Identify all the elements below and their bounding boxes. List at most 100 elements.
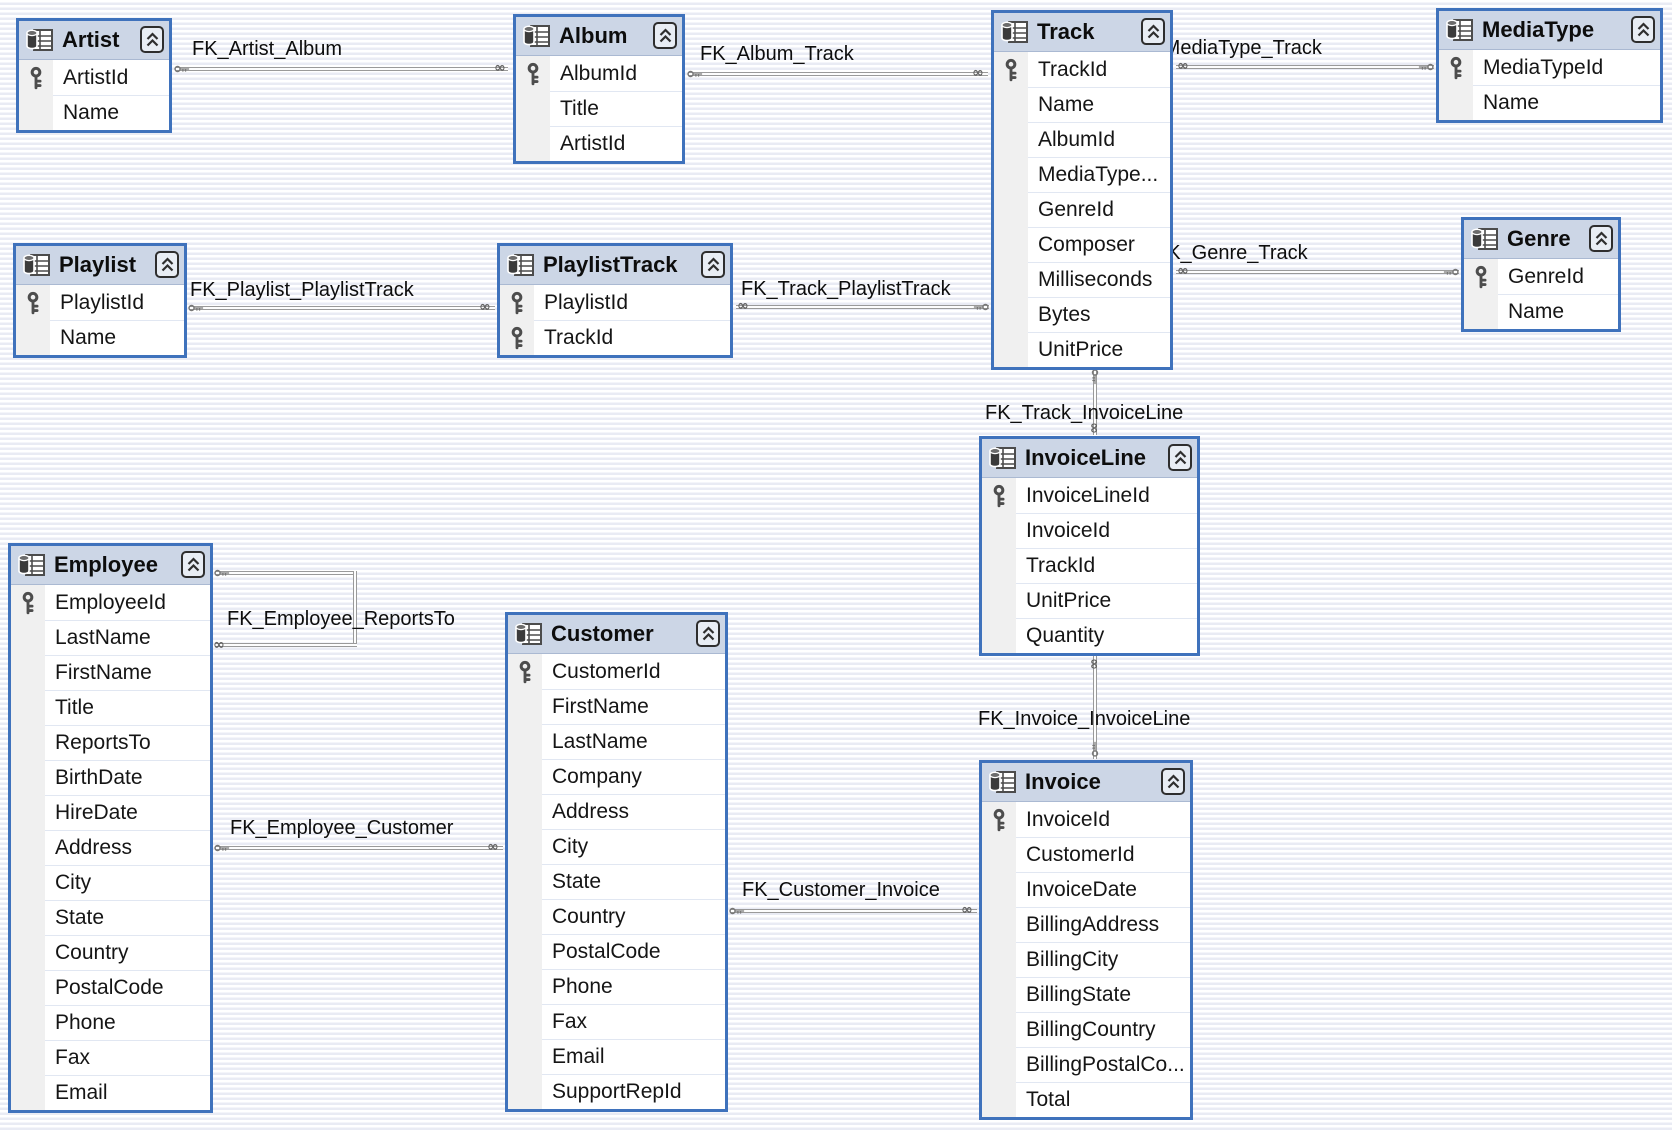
column-row-name[interactable]: Name	[994, 87, 1170, 122]
column-row-state[interactable]: State	[11, 900, 210, 935]
column-row-email[interactable]: Email	[11, 1075, 210, 1110]
column-row-phone[interactable]: Phone	[508, 969, 725, 1004]
relationship-label[interactable]: FK_Playlist_PlaylistTrack	[190, 279, 414, 301]
column-row-trackid[interactable]: TrackId	[994, 52, 1170, 87]
relationship-label[interactable]: FK_Artist_Album	[192, 38, 343, 60]
relationship-label[interactable]: FK_Employee_ReportsTo	[227, 608, 455, 630]
relationship-label[interactable]: FK_Track_PlaylistTrack	[741, 278, 951, 300]
column-row-lastname[interactable]: LastName	[11, 620, 210, 655]
column-row-firstname[interactable]: FirstName	[508, 689, 725, 724]
relationship-label[interactable]: FK_MediaType_Track	[1127, 37, 1322, 59]
relationship-label[interactable]: FK_Track_InvoiceLine	[985, 402, 1184, 424]
column-row-playlistid[interactable]: PlaylistId	[500, 285, 730, 320]
column-row-state[interactable]: State	[508, 864, 725, 899]
collapse-button[interactable]	[1141, 18, 1165, 45]
column-row-phone[interactable]: Phone	[11, 1005, 210, 1040]
relationship-line[interactable]	[1176, 270, 1459, 274]
column-row-composer[interactable]: Composer	[994, 227, 1170, 262]
column-row-country[interactable]: Country	[508, 899, 725, 934]
column-row-fax[interactable]: Fax	[508, 1004, 725, 1039]
table-playlist-header[interactable]: Playlist	[16, 246, 184, 285]
table-artist-header[interactable]: Artist	[19, 21, 169, 60]
table-customer-header[interactable]: Customer	[508, 615, 725, 654]
column-row-city[interactable]: City	[508, 829, 725, 864]
relationship-label[interactable]: FK_Employee_Customer	[230, 817, 454, 839]
table-invoiceline-header[interactable]: InvoiceLine	[982, 439, 1197, 478]
column-row-title[interactable]: Title	[11, 690, 210, 725]
column-row-invoicedate[interactable]: InvoiceDate	[982, 872, 1190, 907]
column-row-country[interactable]: Country	[11, 935, 210, 970]
column-row-fax[interactable]: Fax	[11, 1040, 210, 1075]
column-row-lastname[interactable]: LastName	[508, 724, 725, 759]
table-invoice-header[interactable]: Invoice	[982, 763, 1190, 802]
relationship-line[interactable]	[176, 67, 508, 71]
column-row-mediatype[interactable]: MediaType...	[994, 157, 1170, 192]
column-row-name[interactable]: Name	[19, 95, 169, 130]
column-row-employeeid[interactable]: EmployeeId	[11, 585, 210, 620]
column-row-address[interactable]: Address	[11, 830, 210, 865]
column-row-billingstate[interactable]: BillingState	[982, 977, 1190, 1012]
column-row-playlistid[interactable]: PlaylistId	[16, 285, 184, 320]
column-row-name[interactable]: Name	[1439, 85, 1660, 120]
column-row-postalcode[interactable]: PostalCode	[11, 970, 210, 1005]
table-mediatype-header[interactable]: MediaType	[1439, 11, 1660, 50]
collapse-button[interactable]	[1589, 225, 1613, 252]
column-row-genreid[interactable]: GenreId	[994, 192, 1170, 227]
column-row-total[interactable]: Total	[982, 1082, 1190, 1117]
column-row-customerid[interactable]: CustomerId	[982, 837, 1190, 872]
column-row-name[interactable]: Name	[16, 320, 184, 355]
relationship-line[interactable]	[215, 571, 357, 575]
column-row-billingcity[interactable]: BillingCity	[982, 942, 1190, 977]
column-row-address[interactable]: Address	[508, 794, 725, 829]
relationship-line[interactable]	[215, 643, 357, 647]
column-row-artistid[interactable]: ArtistId	[19, 60, 169, 95]
relationship-label[interactable]: FK_Customer_Invoice	[742, 879, 940, 901]
collapse-button[interactable]	[181, 551, 205, 578]
column-row-customerid[interactable]: CustomerId	[508, 654, 725, 689]
column-row-billingcountry[interactable]: BillingCountry	[982, 1012, 1190, 1047]
relationship-line[interactable]	[1093, 655, 1097, 759]
collapse-button[interactable]	[653, 22, 677, 49]
column-row-city[interactable]: City	[11, 865, 210, 900]
column-row-firstname[interactable]: FirstName	[11, 655, 210, 690]
column-row-email[interactable]: Email	[508, 1039, 725, 1074]
relationship-label[interactable]: FK_Invoice_InvoiceLine	[978, 708, 1191, 730]
relationship-line[interactable]	[1176, 65, 1434, 69]
collapse-button[interactable]	[696, 620, 720, 647]
column-row-title[interactable]: Title	[516, 91, 682, 126]
column-row-reportsto[interactable]: ReportsTo	[11, 725, 210, 760]
column-row-unitprice[interactable]: UnitPrice	[982, 583, 1197, 618]
relationship-label[interactable]: FK_Album_Track	[700, 43, 854, 65]
column-row-billingaddress[interactable]: BillingAddress	[982, 907, 1190, 942]
table-playlisttrack-header[interactable]: PlaylistTrack	[500, 246, 730, 285]
table-employee-header[interactable]: Employee	[11, 546, 210, 585]
relationship-line[interactable]	[688, 72, 988, 76]
relationship-line[interactable]	[353, 571, 357, 647]
column-row-invoiceid[interactable]: InvoiceId	[982, 802, 1190, 837]
column-row-unitprice[interactable]: UnitPrice	[994, 332, 1170, 367]
column-row-billingpostalco[interactable]: BillingPostalCo...	[982, 1047, 1190, 1082]
table-album-header[interactable]: Album	[516, 17, 682, 56]
column-row-trackid[interactable]: TrackId	[500, 320, 730, 355]
column-row-birthdate[interactable]: BirthDate	[11, 760, 210, 795]
column-row-hiredate[interactable]: HireDate	[11, 795, 210, 830]
relationship-line[interactable]	[730, 909, 977, 913]
collapse-button[interactable]	[140, 26, 164, 53]
column-row-name[interactable]: Name	[1464, 294, 1618, 329]
column-row-artistid[interactable]: ArtistId	[516, 126, 682, 161]
column-row-company[interactable]: Company	[508, 759, 725, 794]
column-row-invoicelineid[interactable]: InvoiceLineId	[982, 478, 1197, 513]
column-row-trackid[interactable]: TrackId	[982, 548, 1197, 583]
table-genre-header[interactable]: Genre	[1464, 220, 1618, 259]
